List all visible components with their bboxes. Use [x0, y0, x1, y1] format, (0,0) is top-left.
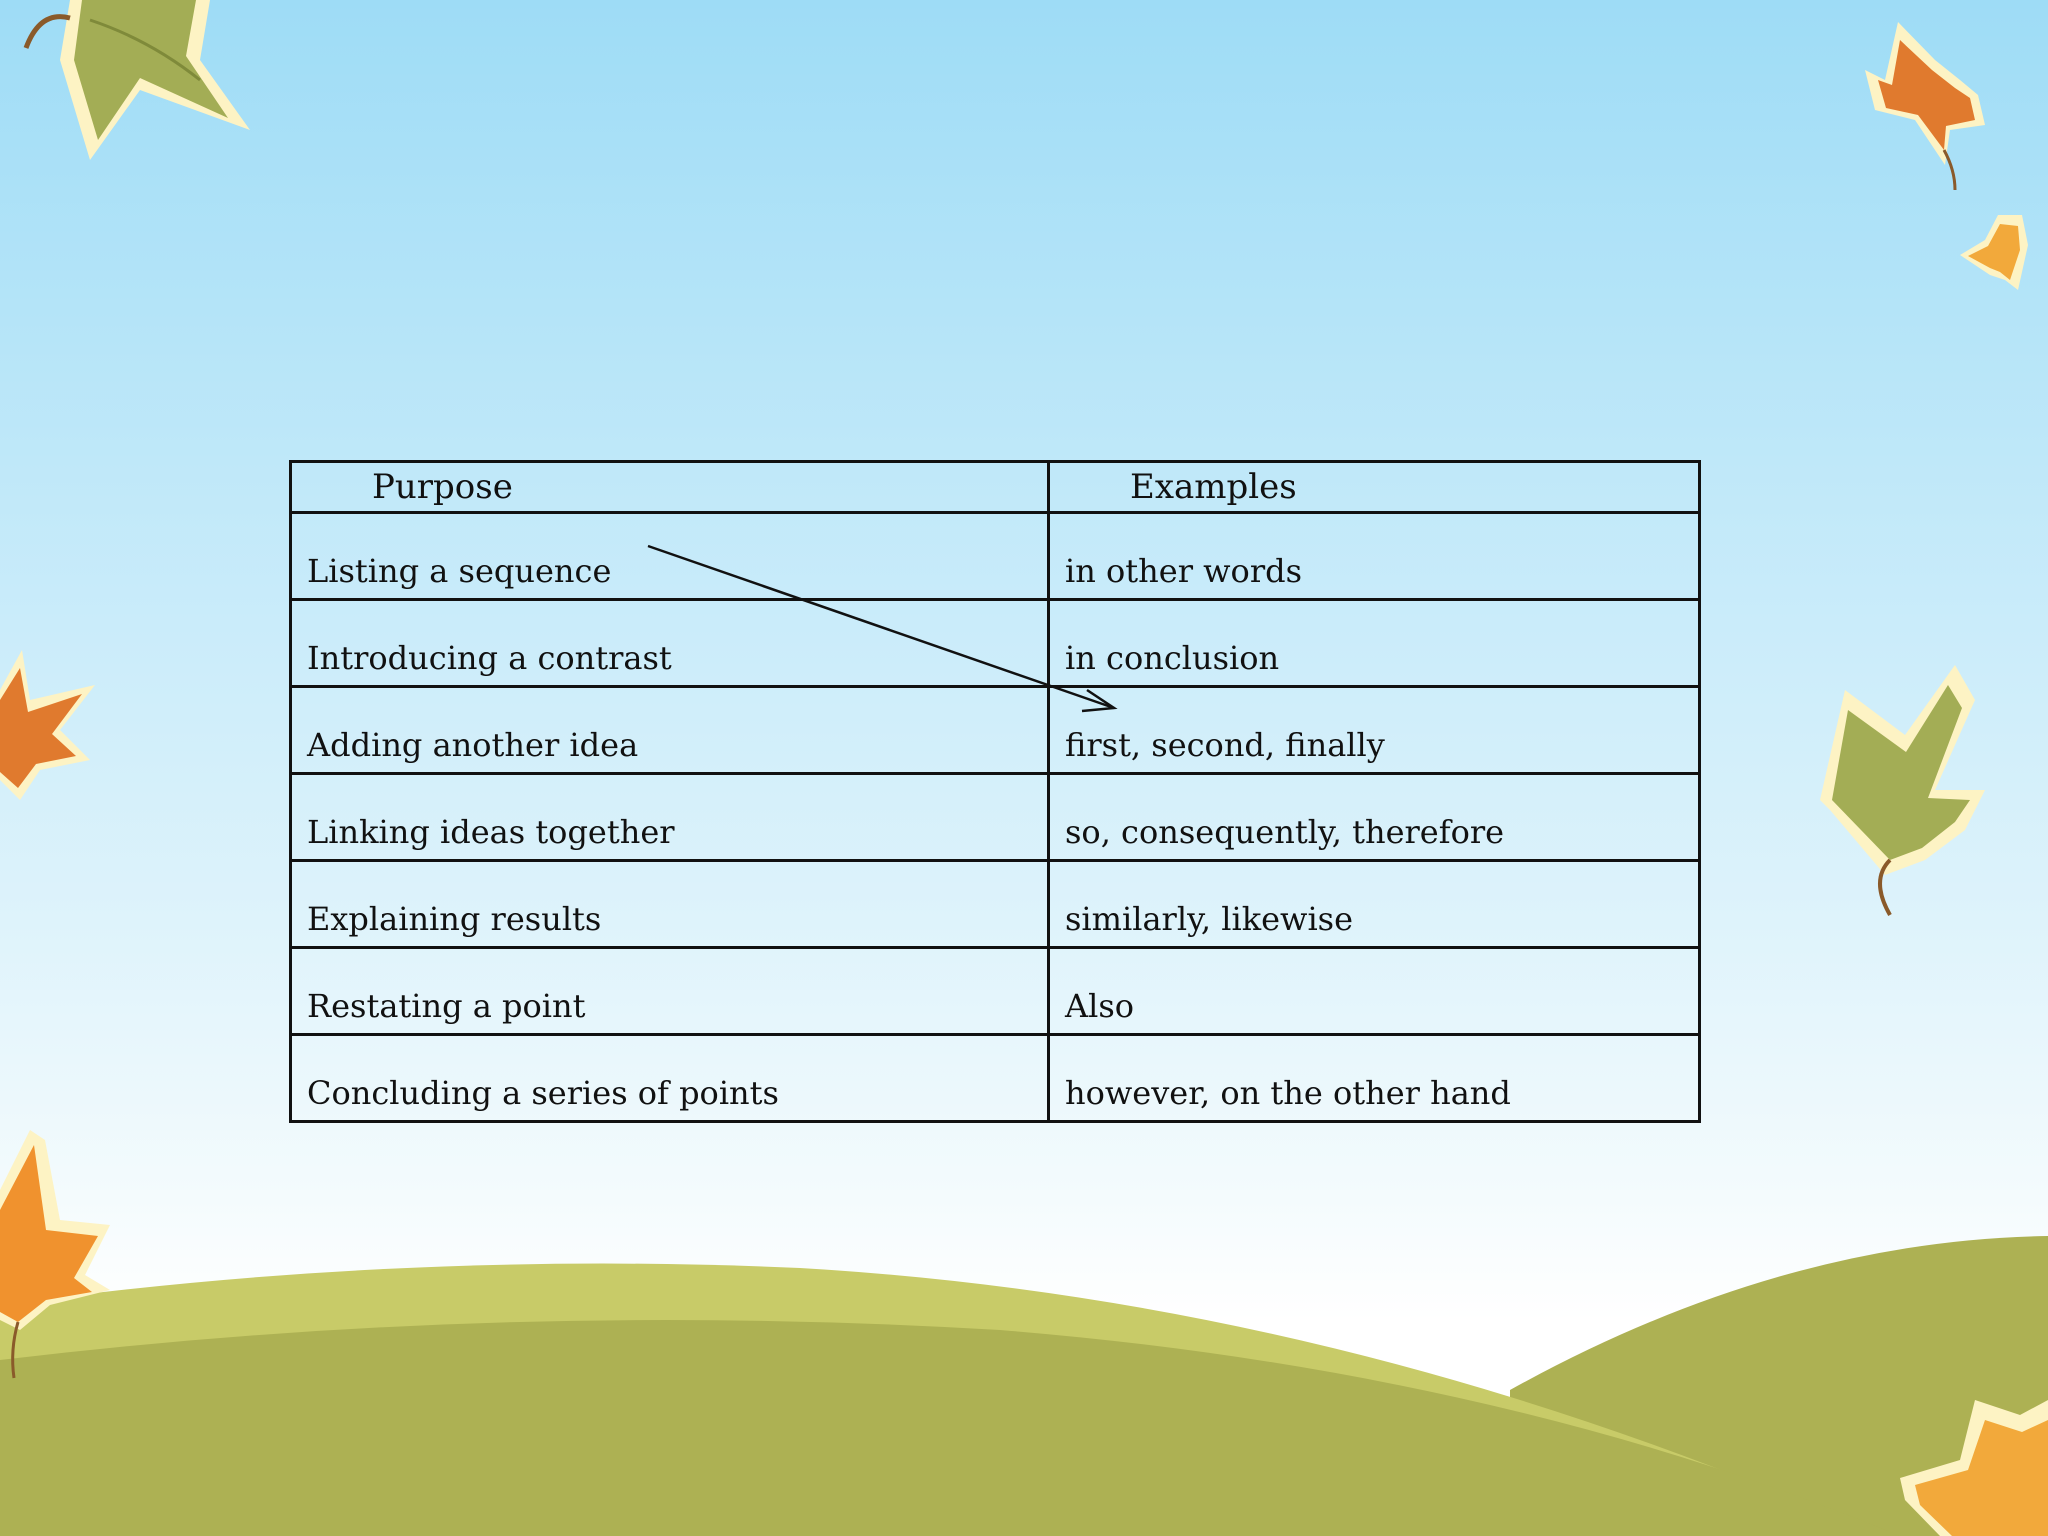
front-hill	[0, 1320, 1900, 1536]
example-cell: Also	[1047, 946, 1701, 1036]
example-cell: so, consequently, therefore	[1047, 772, 1701, 862]
example-cell: however, on the other hand	[1047, 1033, 1701, 1123]
purpose-cell: Introducing a contrast	[289, 598, 1050, 688]
table-row: Restating a point Also	[289, 946, 1701, 1036]
purpose-cell: Concluding a series of points	[289, 1033, 1050, 1123]
example-cell: similarly, likewise	[1047, 859, 1701, 949]
table-row: Concluding a series of points however, o…	[289, 1033, 1701, 1123]
purpose-cell: Listing a sequence	[289, 511, 1050, 601]
purpose-header: Purpose	[289, 460, 1050, 514]
purpose-cell: Restating a point	[289, 946, 1050, 1036]
leaf-icon	[1900, 1400, 2048, 1536]
table-row: Linking ideas together so, consequently,…	[289, 772, 1701, 862]
leaf-icon	[1865, 22, 1985, 191]
leaf-icon	[23, 0, 250, 160]
leaf-icon	[1820, 665, 1985, 916]
leaf-icon	[1960, 215, 2028, 290]
example-cell: in other words	[1047, 511, 1701, 601]
purpose-cell: Explaining results	[289, 859, 1050, 949]
purpose-cell: Adding another idea	[289, 685, 1050, 775]
leaf-icon	[0, 650, 95, 800]
table-row: Adding another idea first, second, final…	[289, 685, 1701, 775]
purpose-cell: Linking ideas together	[289, 772, 1050, 862]
table-row: Introducing a contrast in conclusion	[289, 598, 1701, 688]
examples-header: Examples	[1047, 460, 1701, 514]
table-row: Explaining results similarly, likewise	[289, 859, 1701, 949]
table-row: Listing a sequence in other words	[289, 511, 1701, 601]
example-cell: first, second, finally	[1047, 685, 1701, 775]
leaf-icon	[0, 1130, 110, 1379]
purpose-examples-table: Purpose Examples Listing a sequence in o…	[289, 460, 1701, 1123]
table-header-row: Purpose Examples	[289, 460, 1701, 514]
example-cell: in conclusion	[1047, 598, 1701, 688]
